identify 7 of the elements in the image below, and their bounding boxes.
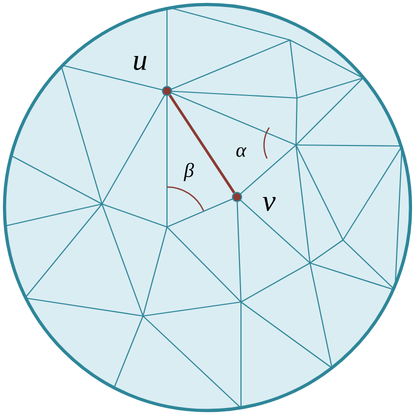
vertex-dot xyxy=(232,192,242,202)
angle-label: α xyxy=(236,147,247,157)
mesh-edge xyxy=(168,94,236,194)
angle-label: β xyxy=(184,162,194,182)
vertex-label: u xyxy=(134,56,146,70)
vertex-label: v xyxy=(262,196,276,212)
vertex-dot xyxy=(162,86,172,96)
